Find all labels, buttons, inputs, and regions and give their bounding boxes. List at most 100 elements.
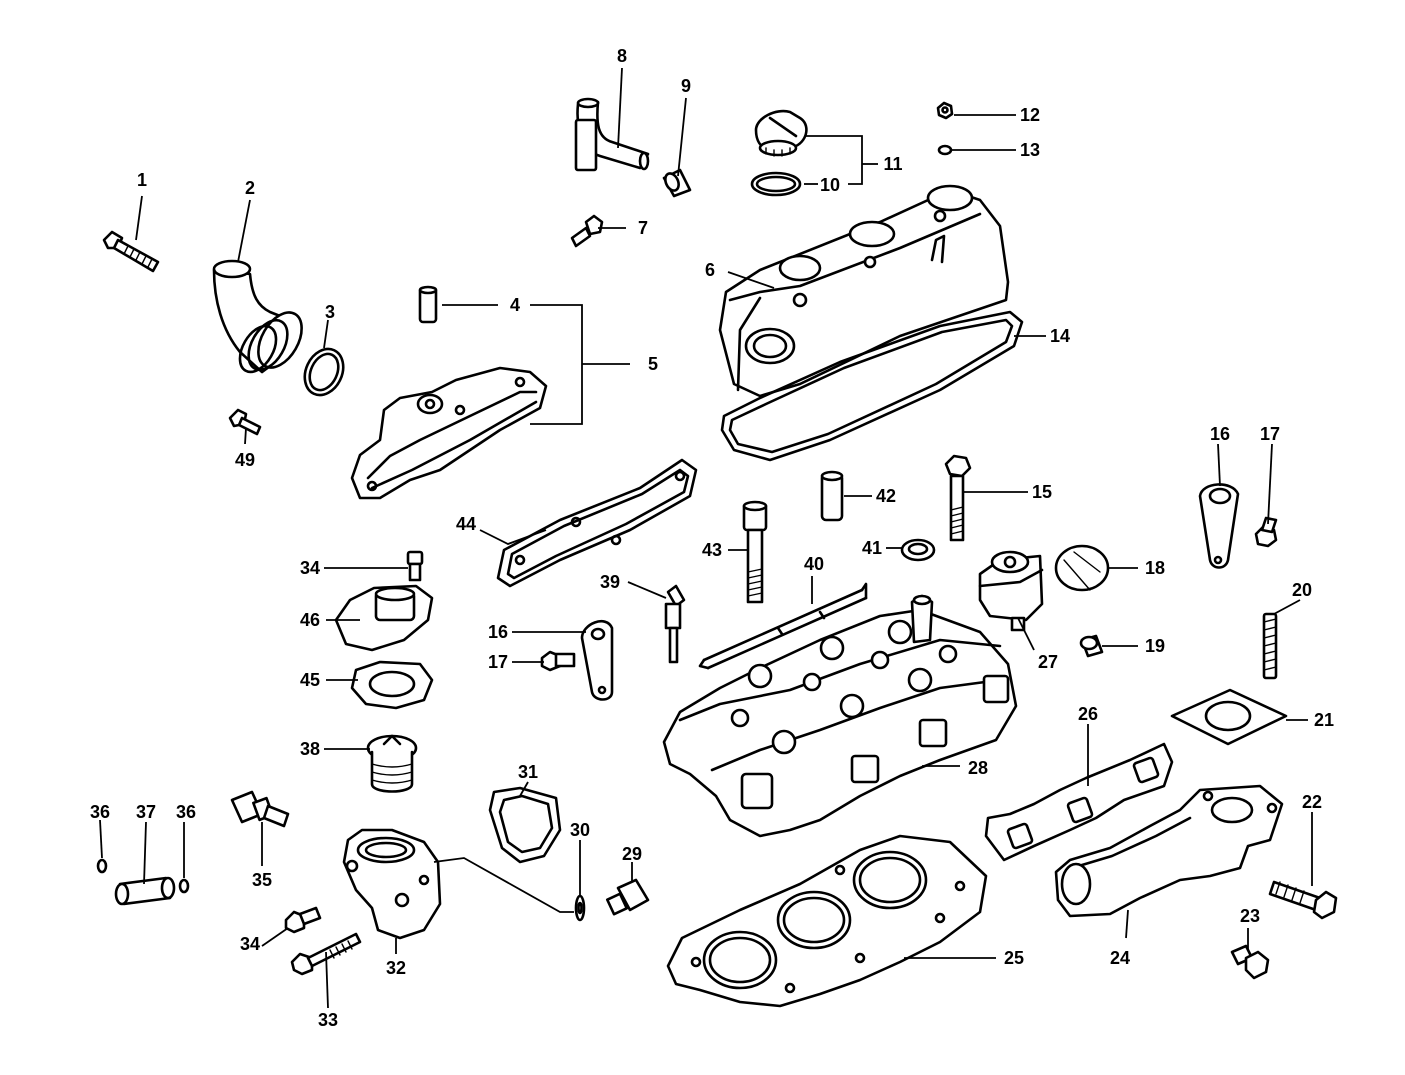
label-13: 13 xyxy=(1020,140,1040,160)
part-34-bolt-upper xyxy=(406,550,424,582)
label-19: 19 xyxy=(1145,636,1165,656)
label-26: 26 xyxy=(1078,704,1098,724)
part-31-gasket xyxy=(488,786,562,864)
part-14-cover-gasket xyxy=(720,310,1024,462)
label-46: 46 xyxy=(300,610,320,630)
callout-labels: 1 2 3 4 5 6 7 8 9 10 11 12 13 14 15 16 1… xyxy=(90,46,1334,1030)
part-22-bolt xyxy=(1268,880,1338,920)
part-10-gasket-ring xyxy=(750,171,802,197)
label-33: 33 xyxy=(318,1010,338,1030)
label-7: 7 xyxy=(638,218,648,238)
label-12: 12 xyxy=(1020,105,1040,125)
label-38: 38 xyxy=(300,739,320,759)
part-24-exhaust-manifold xyxy=(1054,784,1284,918)
label-39: 39 xyxy=(600,572,620,592)
leader-lines xyxy=(99,67,1313,1009)
label-3: 3 xyxy=(325,302,335,322)
part-39-glow-plug xyxy=(664,584,686,664)
part-17-bolt-left xyxy=(540,650,576,672)
part-36-ring-right xyxy=(178,878,190,894)
label-10: 10 xyxy=(820,175,840,195)
part-12-nut xyxy=(936,101,954,120)
label-34-upper: 34 xyxy=(300,558,320,578)
part-7-bolt xyxy=(570,214,604,248)
label-14: 14 xyxy=(1050,326,1070,346)
label-24: 24 xyxy=(1110,948,1130,968)
part-17-bolt-right xyxy=(1254,516,1278,548)
part-43-head-bolt xyxy=(742,500,768,604)
part-36-ring-left xyxy=(96,858,108,874)
label-8: 8 xyxy=(617,46,627,66)
label-6: 6 xyxy=(705,260,715,280)
label-45: 45 xyxy=(300,670,320,690)
part-11-oil-cap xyxy=(754,109,808,157)
label-31: 31 xyxy=(518,762,538,782)
part-21-gasket xyxy=(1170,688,1288,746)
label-21: 21 xyxy=(1314,710,1334,730)
part-18-plug xyxy=(1054,544,1110,592)
label-41: 41 xyxy=(862,538,882,558)
part-46-water-outlet xyxy=(334,584,434,652)
part-33-long-bolt xyxy=(290,932,362,976)
label-32: 32 xyxy=(386,958,406,978)
part-2-elbow-pipe xyxy=(212,259,303,374)
label-16-left: 16 xyxy=(488,622,508,642)
part-16-bracket-left xyxy=(580,620,614,701)
label-18: 18 xyxy=(1145,558,1165,578)
label-49: 49 xyxy=(235,450,255,470)
label-30: 30 xyxy=(570,820,590,840)
label-25: 25 xyxy=(1004,948,1024,968)
part-16-bracket-right xyxy=(1198,483,1240,569)
part-25-head-gasket xyxy=(666,834,988,1008)
label-11: 11 xyxy=(883,154,902,174)
part-42-sleeve xyxy=(820,470,844,522)
label-22: 22 xyxy=(1302,792,1322,812)
label-40: 40 xyxy=(804,554,824,574)
part-45-gasket xyxy=(350,660,434,710)
label-1: 1 xyxy=(137,170,147,190)
part-13-washer xyxy=(937,144,953,156)
label-15: 15 xyxy=(1032,482,1052,502)
part-44-gasket xyxy=(496,458,698,588)
part-32-thermostat-housing xyxy=(342,828,442,940)
part-27-solenoid xyxy=(978,550,1044,632)
label-16-right: 16 xyxy=(1210,424,1230,444)
label-29: 29 xyxy=(622,844,642,864)
label-2: 2 xyxy=(245,178,255,198)
label-17-right: 17 xyxy=(1260,424,1280,444)
label-23: 23 xyxy=(1240,906,1260,926)
part-8-hose xyxy=(574,97,650,172)
label-34-lower: 34 xyxy=(240,934,260,954)
part-4-dowel xyxy=(418,285,438,324)
part-6-valve-cover xyxy=(718,184,1010,398)
label-37: 37 xyxy=(136,802,156,822)
part-19-cap-nut xyxy=(1079,634,1104,658)
part-49-bolt xyxy=(228,408,262,436)
part-23-bolt xyxy=(1230,944,1270,980)
label-28: 28 xyxy=(968,758,988,778)
label-43: 43 xyxy=(702,540,722,560)
part-29-oil-switch xyxy=(605,878,650,916)
part-5-thermostat-housing xyxy=(350,366,548,500)
label-35: 35 xyxy=(252,870,272,890)
part-30-washer xyxy=(574,894,586,922)
part-9-fitting xyxy=(662,168,692,198)
part-40-rod xyxy=(698,582,868,670)
part-38-thermostat xyxy=(366,734,418,793)
part-20-stud xyxy=(1262,612,1278,680)
label-27: 27 xyxy=(1038,652,1058,672)
part-37-pipe xyxy=(114,876,176,906)
part-34-bolt-lower xyxy=(284,906,322,934)
label-42: 42 xyxy=(876,486,896,506)
label-36-right: 36 xyxy=(176,802,196,822)
label-9: 9 xyxy=(681,76,691,96)
label-20: 20 xyxy=(1292,580,1312,600)
part-3-o-ring xyxy=(303,347,345,397)
part-35-temp-sensor xyxy=(230,790,290,828)
part-41-seal xyxy=(900,538,936,562)
label-17-left: 17 xyxy=(488,652,508,672)
part-28-cylinder-head xyxy=(662,594,1018,838)
part-1-bolt xyxy=(102,230,160,273)
